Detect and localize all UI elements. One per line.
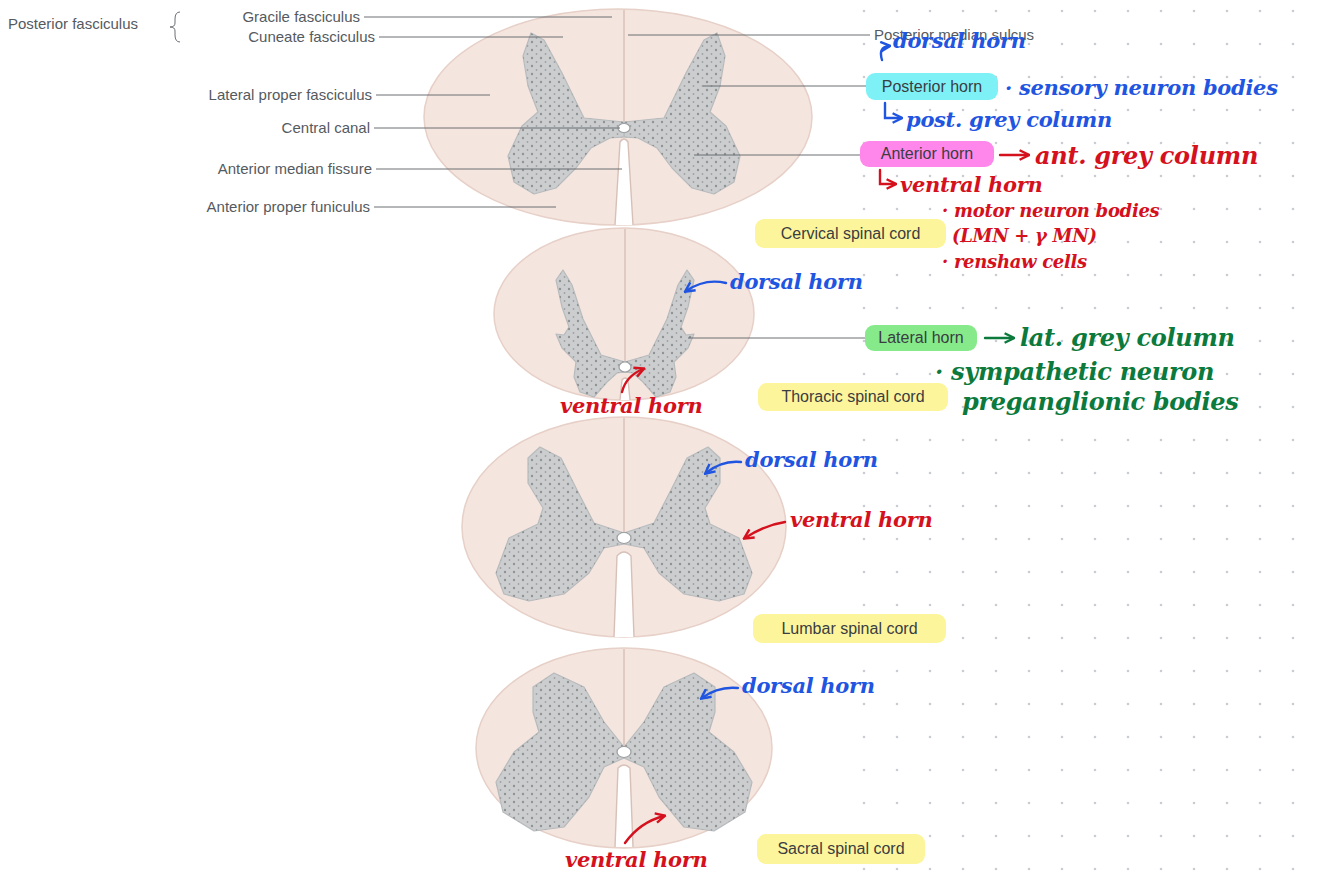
handwritten-note: · renshaw cells: [942, 252, 1087, 272]
part-label: Anterior median fissure: [218, 161, 372, 178]
handwritten-note: (LMN + γ MN): [952, 226, 1097, 246]
group-label: Posterior fasciculus: [8, 16, 138, 33]
handwritten-note: dorsal horn: [893, 29, 1026, 52]
highlight-pill: Posterior horn: [866, 73, 998, 100]
handwritten-note: · sympathetic neuron: [935, 359, 1214, 385]
node-text: Lateral horn: [872, 329, 969, 347]
node-text: Cervical spinal cord: [775, 225, 927, 243]
handwritten-note: · motor neuron bodies: [942, 201, 1159, 221]
grey-matter: [496, 33, 752, 831]
handwritten-note: dorsal horn: [742, 674, 875, 697]
part-label: Central canal: [282, 120, 370, 137]
handwritten-note: ventral horn: [565, 848, 708, 871]
hand-arrows: [622, 46, 1028, 843]
part-label: Cuneate fasciculus: [248, 29, 375, 46]
handwritten-note: dorsal horn: [745, 448, 878, 471]
leader-lines: [170, 12, 870, 338]
handwritten-note: preganglionic bodies: [962, 389, 1239, 415]
node-text: Anterior horn: [875, 145, 980, 163]
handwritten-note: ant. grey column: [1035, 143, 1258, 169]
handwritten-note: · sensory neuron bodies: [1005, 76, 1278, 99]
handwritten-note: ventral horn: [900, 173, 1043, 196]
median-sulci-fissures: [614, 10, 634, 847]
handwritten-note: ventral horn: [790, 508, 933, 531]
highlight-pill: Lateral horn: [865, 325, 977, 351]
part-label: Anterior proper funiculus: [207, 199, 370, 216]
node-text: Posterior horn: [876, 78, 989, 96]
section-pill: Thoracic spinal cord: [758, 383, 948, 411]
part-label: Gracile fasciculus: [242, 9, 360, 26]
central-canal: [617, 124, 631, 758]
section-pill: Sacral spinal cord: [757, 834, 925, 864]
handwritten-note: ventral horn: [560, 394, 703, 417]
handwritten-note: dorsal horn: [730, 270, 863, 293]
section-pill: Cervical spinal cord: [755, 219, 946, 248]
handwritten-note: lat. grey column: [1020, 325, 1235, 351]
handwritten-note: post. grey column: [906, 108, 1112, 131]
cord-outlines: [424, 9, 812, 848]
highlight-pill: Anterior horn: [860, 141, 994, 167]
part-label: Lateral proper fasciculus: [209, 87, 372, 104]
node-text: Sacral spinal cord: [771, 840, 910, 858]
node-text: Lumbar spinal cord: [775, 620, 923, 638]
section-pill: Lumbar spinal cord: [753, 614, 946, 643]
dot-grid: [860, 0, 1323, 877]
node-text: Thoracic spinal cord: [775, 388, 930, 406]
